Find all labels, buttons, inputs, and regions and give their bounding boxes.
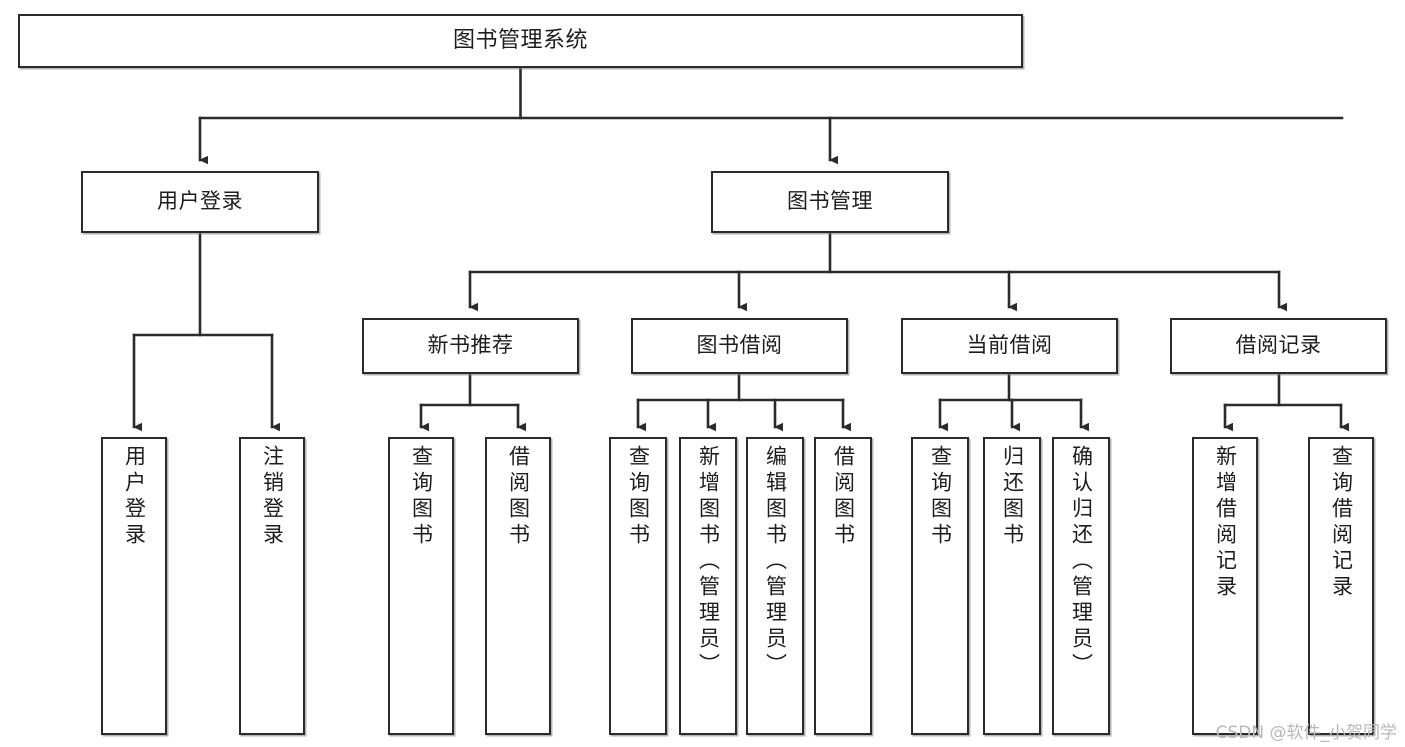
- node-leaf-query-book-borrow[interactable]: 查询图书: [609, 437, 667, 735]
- node-label: 新增图书（管理员）: [696, 445, 721, 679]
- node-label: 新增借阅记录: [1213, 445, 1238, 601]
- node-leaf-add-book-admin[interactable]: 新增图书（管理员）: [679, 437, 737, 735]
- node-leaf-query-book-newbook[interactable]: 查询图书: [388, 437, 454, 735]
- node-book-borrowing[interactable]: 图书借阅: [631, 318, 848, 374]
- node-label: 归还图书: [1000, 445, 1025, 549]
- node-book-management[interactable]: 图书管理: [711, 171, 949, 233]
- node-leaf-query-book-current[interactable]: 查询图书: [911, 437, 969, 735]
- node-label: 借阅记录: [1235, 333, 1322, 358]
- node-label: 用户登录: [122, 445, 147, 549]
- node-label: 借阅图书: [506, 445, 531, 549]
- node-leaf-query-borrow-record[interactable]: 查询借阅记录: [1308, 437, 1374, 735]
- node-label: 当前借阅: [966, 333, 1053, 358]
- node-label: 确认归还（管理员）: [1069, 445, 1094, 679]
- node-leaf-logout[interactable]: 注销登录: [239, 437, 305, 735]
- node-label: 用户登录: [157, 189, 243, 214]
- node-leaf-confirm-return-admin[interactable]: 确认归还（管理员）: [1052, 437, 1110, 735]
- node-leaf-add-borrow-record[interactable]: 新增借阅记录: [1192, 437, 1258, 735]
- node-label: 图书借阅: [696, 333, 783, 358]
- node-leaf-edit-book-admin[interactable]: 编辑图书（管理员）: [746, 437, 804, 735]
- node-borrowing-record[interactable]: 借阅记录: [1170, 318, 1387, 374]
- node-label: 图书管理: [787, 189, 873, 214]
- node-leaf-lend-book[interactable]: 借阅图书: [814, 437, 872, 735]
- node-leaf-return-book[interactable]: 归还图书: [983, 437, 1041, 735]
- node-label: 查询图书: [409, 445, 434, 549]
- node-root-book-management-system[interactable]: 图书管理系统: [18, 14, 1023, 68]
- node-label: 查询图书: [928, 445, 953, 549]
- node-leaf-user-login[interactable]: 用户登录: [101, 437, 167, 735]
- node-label: 查询图书: [626, 445, 651, 549]
- node-label: 图书管理系统: [452, 27, 588, 53]
- node-label: 借阅图书: [831, 445, 856, 549]
- node-label: 查询借阅记录: [1329, 445, 1354, 601]
- node-new-book-recommendation[interactable]: 新书推荐: [362, 318, 579, 374]
- node-label: 编辑图书（管理员）: [763, 445, 788, 679]
- watermark-text: CSDN @软件_小贺同学: [1215, 723, 1397, 743]
- node-leaf-borrow-book-newbook[interactable]: 借阅图书: [485, 437, 551, 735]
- node-current-borrowing[interactable]: 当前借阅: [901, 318, 1118, 374]
- node-label: 新书推荐: [427, 333, 514, 358]
- node-label: 注销登录: [260, 445, 285, 549]
- node-user-login[interactable]: 用户登录: [81, 171, 319, 233]
